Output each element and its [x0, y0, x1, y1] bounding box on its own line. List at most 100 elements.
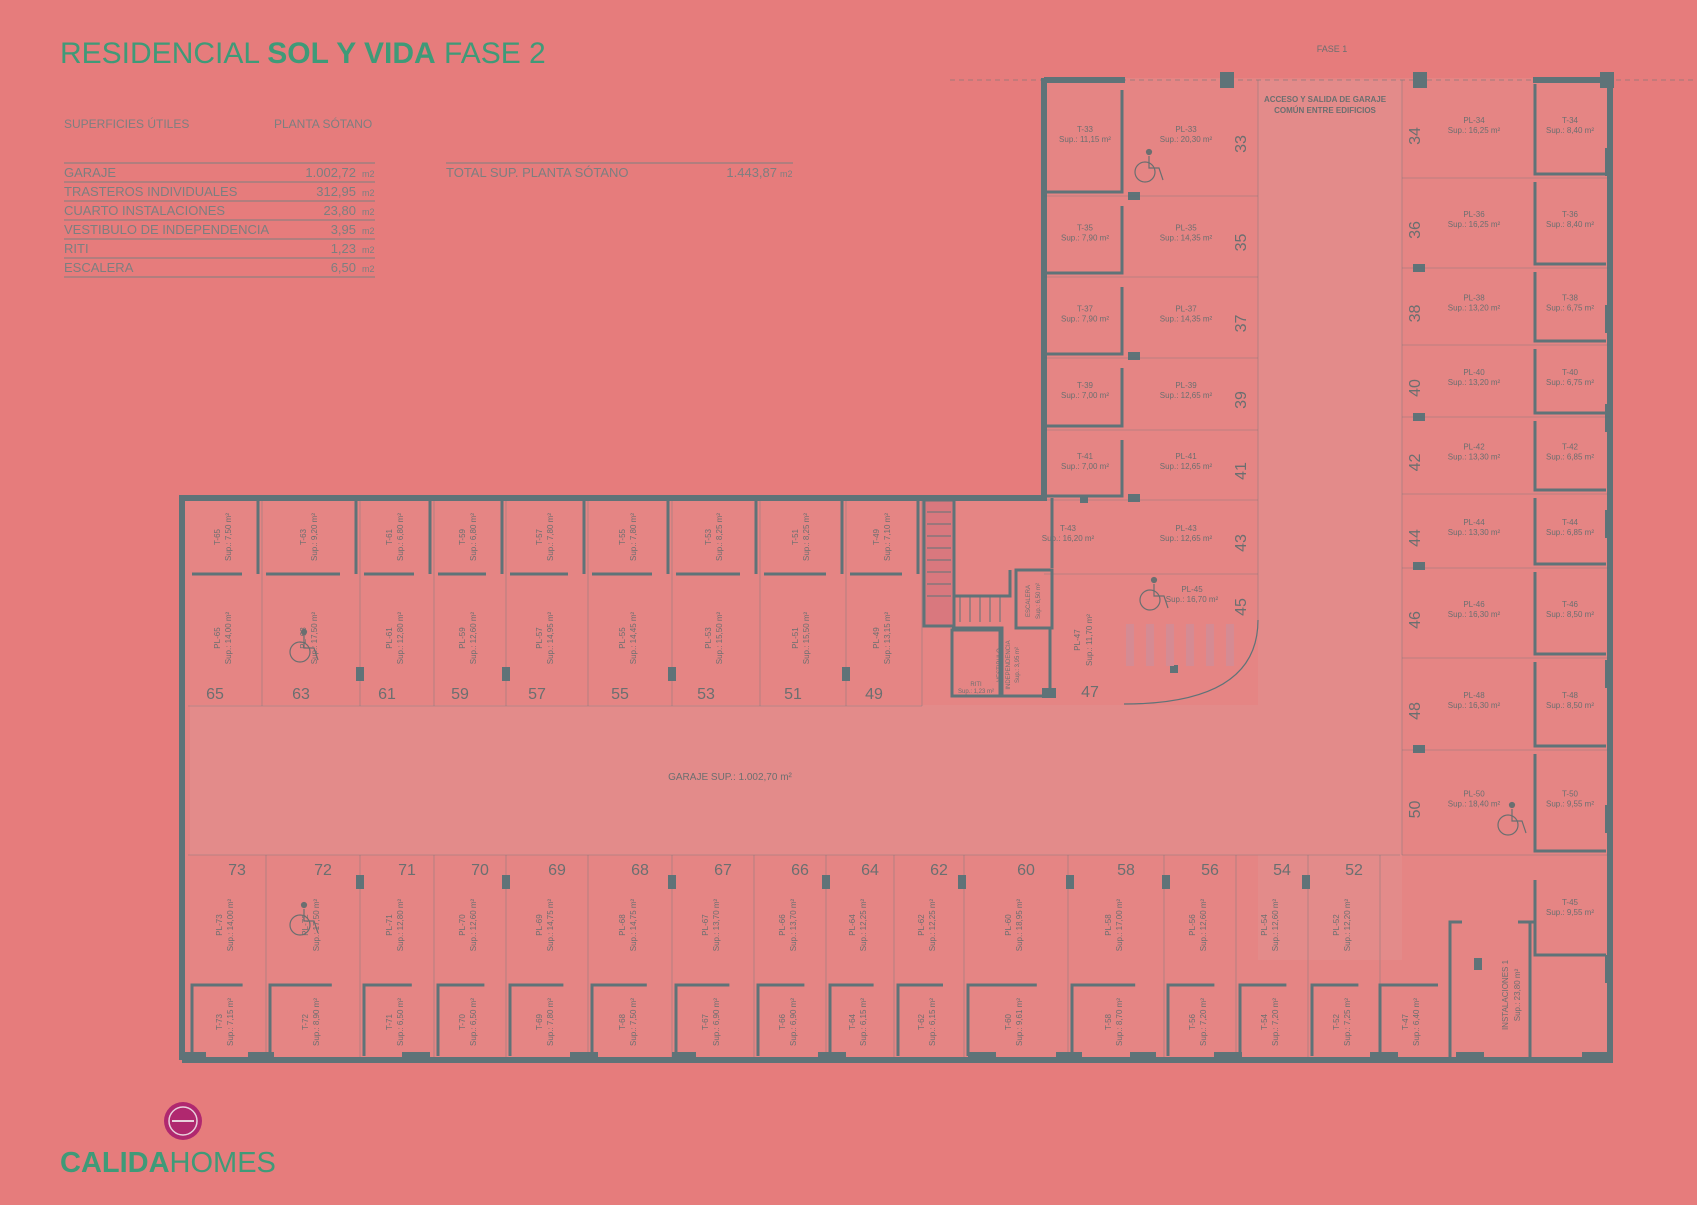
spot-pl-id: PL-73 — [215, 914, 224, 936]
wheelchair-body — [1511, 809, 1527, 834]
vestibulo-label-2: INDEPENDENCIA — [1006, 640, 1012, 689]
spot-number: 46 — [1407, 611, 1424, 629]
storage-area: Sup.: 8,25 m² — [715, 513, 724, 561]
storage-id: T-36 — [1562, 210, 1579, 219]
installations-room: INSTALACIONES 1 Sup.: 23,80 m² — [1448, 920, 1532, 1058]
spot-pl-id: PL-33 — [1175, 125, 1197, 134]
spot-number: 72 — [314, 862, 332, 879]
spot-pl-area: Sup.: 14,75 m² — [546, 898, 555, 951]
spot-pl-area: Sup.: 12,25 m² — [859, 898, 868, 951]
spot-pl-area: Sup.: 12,65 m² — [1160, 534, 1213, 543]
surface-label: RITI — [64, 241, 89, 256]
storage-area: Sup.: 7,20 m² — [1199, 998, 1208, 1046]
spot-pl-id: PL-69 — [535, 914, 544, 936]
wheelchair-icons — [289, 148, 1527, 936]
spot-pl-id: PL-55 — [618, 627, 627, 649]
storage-area: Sup.: 7,90 m² — [1061, 234, 1109, 243]
wheelchair-icon — [1497, 801, 1527, 836]
spot-number: 56 — [1201, 862, 1219, 879]
storage-wall — [1047, 368, 1124, 428]
surface-unit: m2 — [362, 226, 375, 236]
spot-pl-id: PL-45 — [1181, 585, 1203, 594]
spot-pl-area: Sup.: 14,00 m² — [226, 898, 235, 951]
spot-number: 68 — [631, 862, 649, 879]
spot-pl-id: PL-43 — [1175, 524, 1197, 533]
calida-logo: CALIDAHOMES — [60, 1102, 276, 1179]
wheelchair-body — [1153, 584, 1169, 609]
spot-pl-area: Sup.: 17,50 m² — [312, 898, 321, 951]
spot-pl-area: Sup.: 12,20 m² — [1343, 898, 1352, 951]
spot-pl-area: Sup.: 13,70 m² — [789, 898, 798, 951]
surface-unit: m2 — [362, 264, 375, 274]
storage-id: T-39 — [1077, 381, 1094, 390]
spot-number: 53 — [697, 686, 715, 703]
total-unit: m2 — [780, 169, 793, 179]
spot-number: 50 — [1407, 801, 1424, 819]
spot-pl-area: Sup.: 13,15 m² — [883, 611, 892, 664]
spot-pl-area: Sup.: 15,50 m² — [802, 611, 811, 664]
storage-wall — [436, 983, 485, 1056]
storage-id: T-47 — [1401, 1013, 1410, 1030]
surface-label: ESCALERA — [64, 260, 134, 275]
storage-area: Sup.: 7,20 m² — [1271, 998, 1280, 1046]
storage-id: T-54 — [1260, 1013, 1269, 1030]
spot-pl-id: PL-71 — [385, 914, 394, 936]
storage-wall — [1047, 440, 1124, 498]
storage-wall — [828, 983, 874, 1056]
spot-pl-area: Sup.: 16,25 m² — [1448, 126, 1501, 135]
wheelchair-body — [303, 636, 319, 661]
surface-unit: m2 — [362, 207, 375, 217]
storage-id: T-72 — [301, 1013, 310, 1030]
storage-area: Sup.: 6,50 m² — [396, 998, 405, 1046]
storage-area: Sup.: 7,10 m² — [883, 513, 892, 561]
spot-pl-id: PL-70 — [458, 914, 467, 936]
wheelchair-icon — [289, 901, 319, 936]
spot-pl-area: Sup.: 14,75 m² — [629, 898, 638, 951]
curved-wall — [1123, 619, 1259, 705]
spot-number: 64 — [861, 862, 879, 879]
spot-number: 39 — [1233, 391, 1250, 409]
riti-label-1: RITI — [970, 682, 982, 688]
wheelchair-wheel — [1139, 589, 1161, 611]
storage-id: T-63 — [299, 528, 308, 545]
spot-number: 58 — [1117, 862, 1135, 879]
spot-number: 59 — [451, 686, 469, 703]
storage-area: Sup.: 6,50 m² — [469, 998, 478, 1046]
spot-pl-area: Sup.: 14,95 m² — [546, 611, 555, 664]
wheelchair-head — [300, 901, 308, 909]
spot-number: 34 — [1407, 127, 1424, 145]
storage-wall — [1166, 983, 1215, 1056]
storage-id: T-34 — [1562, 116, 1579, 125]
storage-area: Sup.: 7,80 m² — [629, 513, 638, 561]
storage-wall — [510, 500, 586, 576]
escalera-label-1: ESCALERA — [1026, 585, 1032, 617]
spot-pl-id: PL-38 — [1463, 294, 1485, 303]
installations-label-1: INSTALACIONES 1 — [1501, 959, 1510, 1030]
spot-pl-area: Sup.: 12,65 m² — [1160, 391, 1213, 400]
stair-core: ESCALERA Sup.: 6,50 m² VESTIBULO INDEPEN… — [922, 498, 1056, 698]
storage-area: Sup.: 7,50 m² — [224, 513, 233, 561]
parking-divisions — [188, 80, 1610, 1058]
surface-unit: m2 — [362, 245, 375, 255]
spot-number: 55 — [611, 686, 629, 703]
storage-id: T-60 — [1004, 1013, 1013, 1030]
spot-pl-area: Sup.: 12,65 m² — [1160, 462, 1213, 471]
brand-wordmark: CALIDAHOMES — [60, 1147, 276, 1179]
storage-wall — [1047, 206, 1124, 275]
spot-pl-area: Sup.: 13,20 m² — [1448, 378, 1501, 387]
spot-number: 52 — [1345, 862, 1363, 879]
storage-id: T-44 — [1562, 518, 1579, 527]
spot-pl-area: Sup.: 17,50 m² — [310, 611, 319, 664]
storage-id: T-35 — [1077, 224, 1094, 233]
storage-id: T-61 — [385, 528, 394, 545]
spot-number: 42 — [1407, 454, 1424, 472]
surface-label: TRASTEROS INDIVIDUALES — [64, 184, 238, 199]
storage-id: T-71 — [385, 1013, 394, 1030]
storage-id: T-41 — [1077, 452, 1094, 461]
spot-pl-area: Sup.: 16,30 m² — [1448, 610, 1501, 619]
storage-area: Sup.: 8,40 m² — [1546, 220, 1594, 229]
spot-pl-area: Sup.: 18,40 m² — [1448, 800, 1501, 809]
